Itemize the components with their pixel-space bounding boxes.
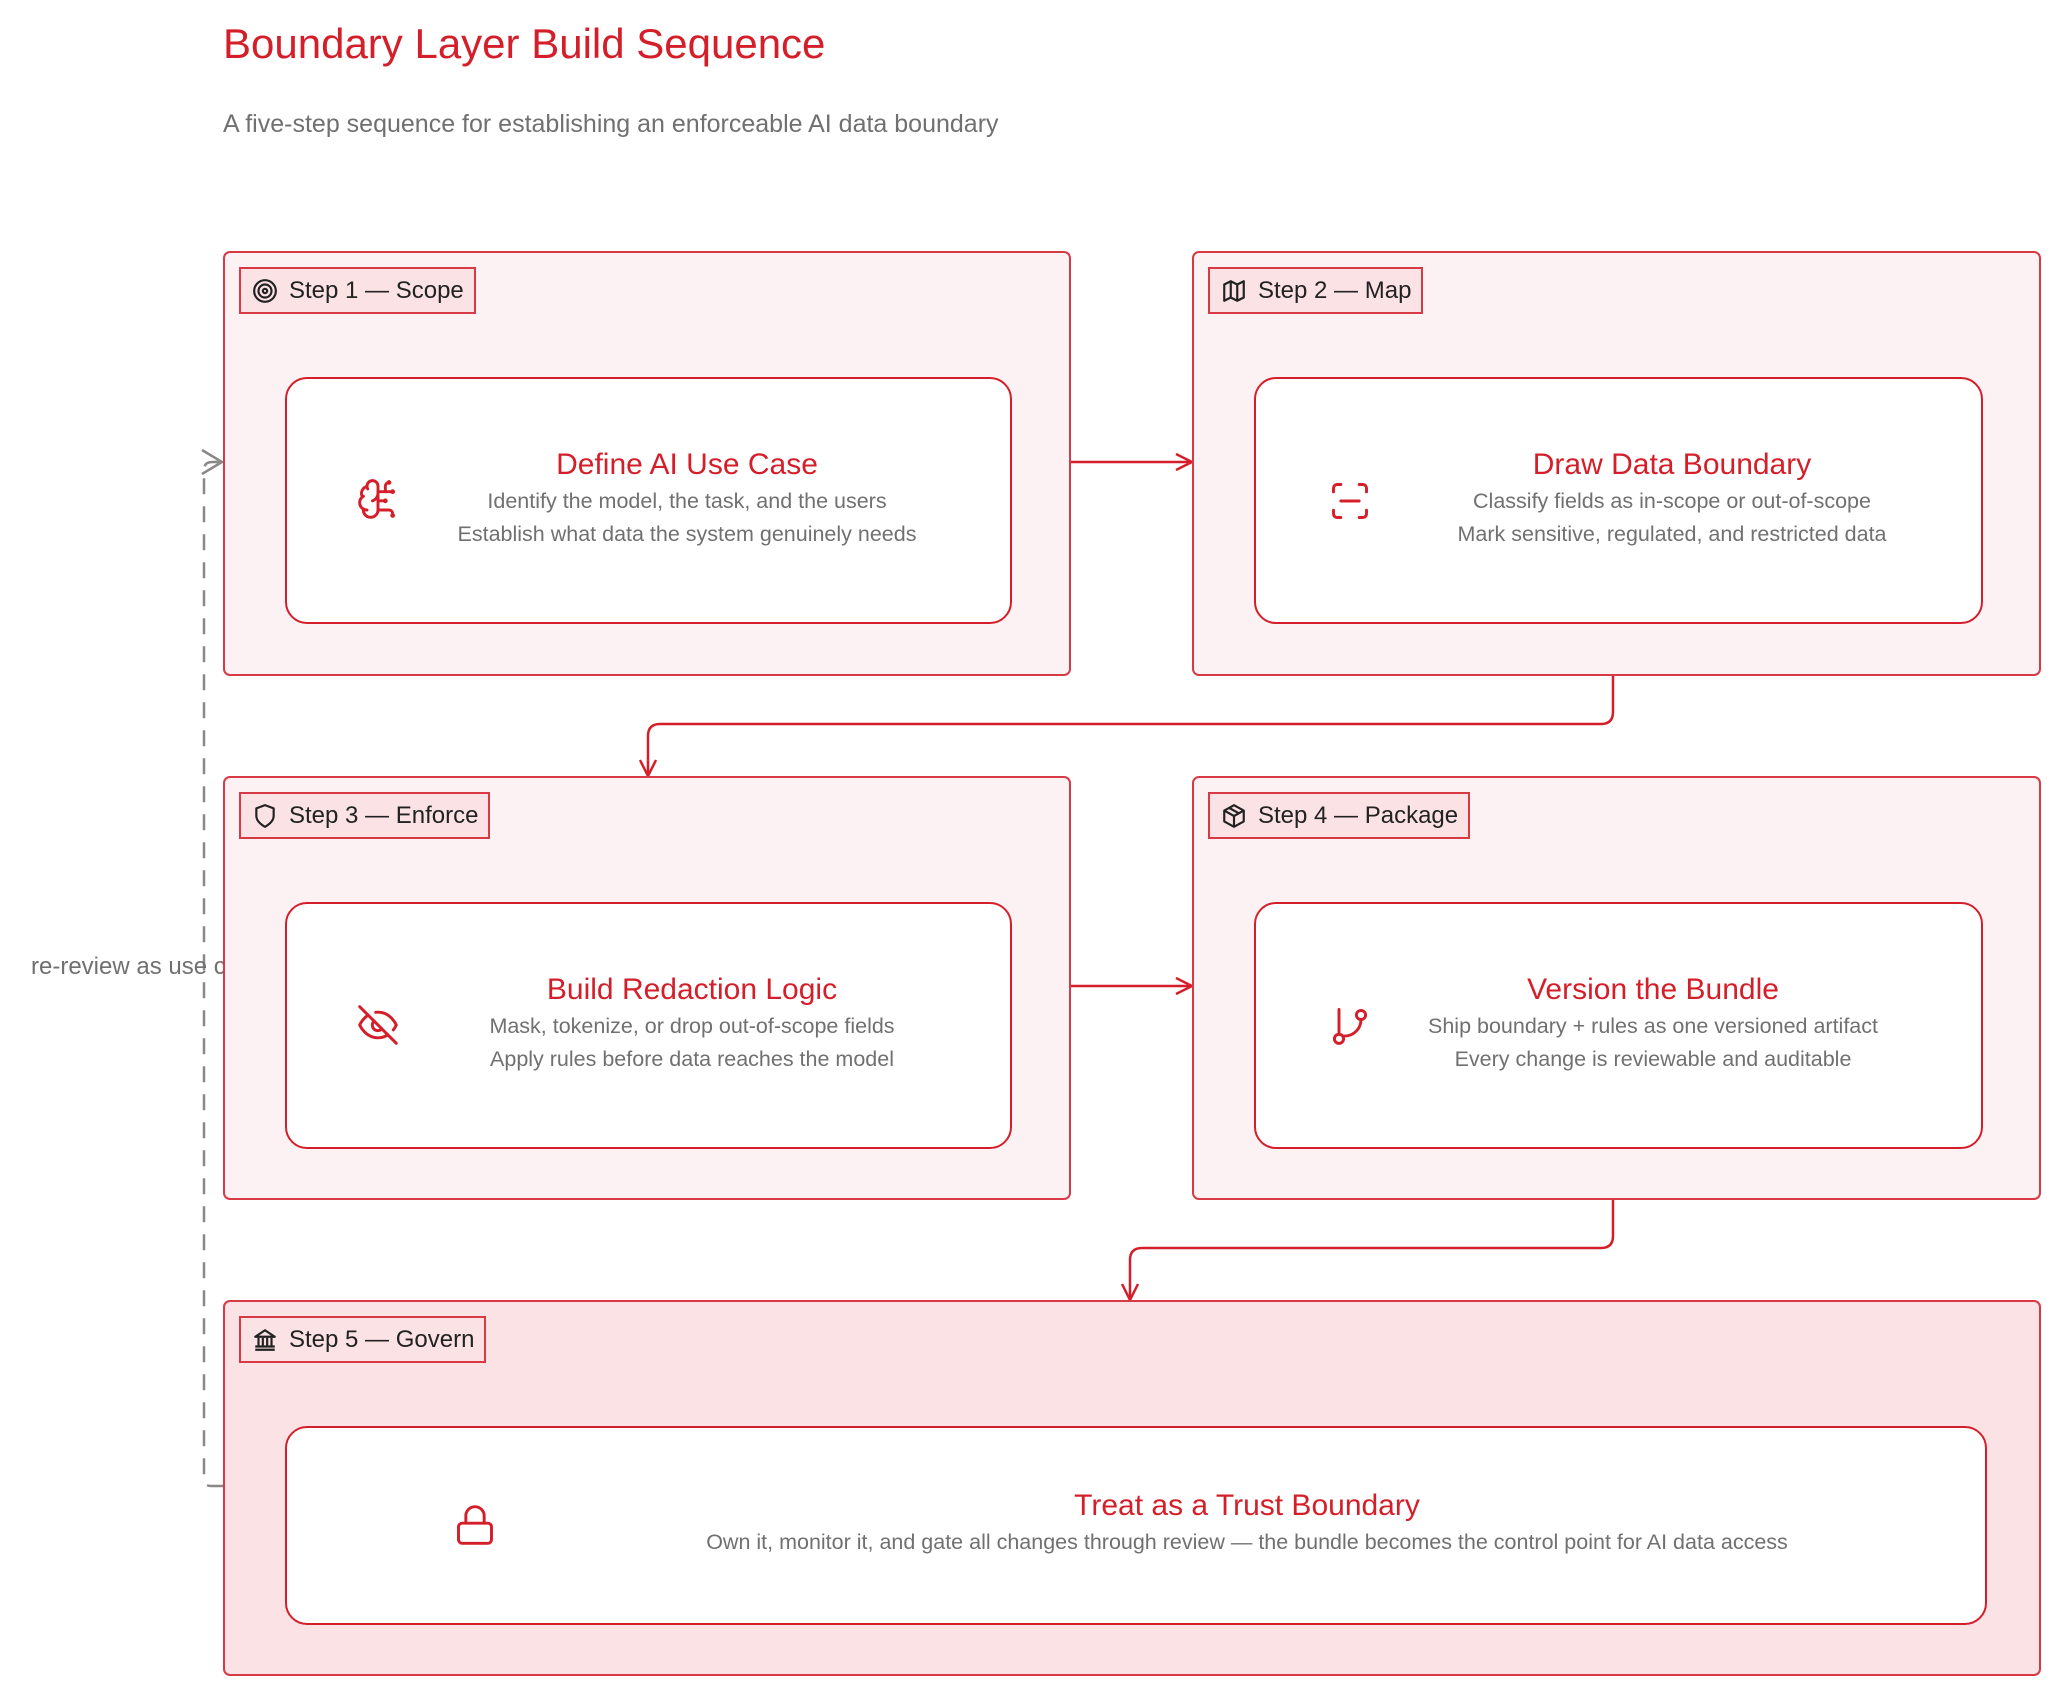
step-3-card-line: Apply rules before data reaches the mode… (490, 1046, 894, 1071)
step-5-card-title: Treat as a Trust Boundary (1074, 1489, 1420, 1523)
lock-icon (453, 1503, 497, 1547)
loop-arrow-govern-to-scope (202, 460, 223, 1488)
step-1-tag: Step 1 — Scope (239, 267, 476, 314)
step-3-tag: Step 3 — Enforce (239, 792, 491, 839)
step-3-tag-label: Step 3 — Enforce (289, 801, 479, 829)
step-1-card: Define AI Use Case Identify the model, t… (285, 377, 1012, 624)
step-1-frame: Step 1 — Scope Define AI Use Case Identi… (223, 251, 1071, 676)
step-2-card-line: Mark sensitive, regulated, and restricte… (1457, 521, 1887, 546)
step-4-card-line: Ship boundary + rules as one versioned a… (1428, 1013, 1878, 1038)
eye-off-icon (356, 1003, 400, 1047)
step-3-card-line: Mask, tokenize, or drop out-of-scope fie… (489, 1013, 895, 1038)
loop-arrowhead (201, 448, 225, 476)
step-4-card-title: Version the Bundle (1527, 972, 1779, 1006)
step-4-card-line: Every change is reviewable and auditable (1454, 1046, 1852, 1071)
landmark-icon (251, 1326, 279, 1354)
step-1-tag-label: Step 1 — Scope (289, 276, 464, 304)
step-4-tag-label: Step 4 — Package (1258, 801, 1459, 829)
step-5-tag-label: Step 5 — Govern (289, 1325, 475, 1353)
brain-circuit-icon (356, 477, 400, 521)
step-4-tag: Step 4 — Package (1208, 792, 1471, 839)
step-4-card-text: Version the Bundle Ship boundary + rules… (1421, 904, 1885, 1147)
step-5-card-text: Treat as a Trust Boundary Own it, monito… (587, 1428, 1907, 1623)
step-2-card-line: Classify fields as in-scope or out-of-sc… (1473, 488, 1871, 513)
shield-icon (251, 802, 279, 830)
step-3-card-text: Build Redaction Logic Mask, tokenize, or… (452, 904, 932, 1147)
step-3-frame: Step 3 — Enforce Build Redaction Logic M… (223, 776, 1071, 1200)
step-3-card-title: Build Redaction Logic (546, 972, 838, 1006)
arrow-step4-to-step5 (1130, 1200, 1615, 1300)
page-subtitle: A five-step sequence for establishing an… (223, 110, 999, 138)
git-branch-icon (1328, 1004, 1372, 1048)
step-1-card-title: Define AI Use Case (556, 447, 818, 481)
step-4-card: Version the Bundle Ship boundary + rules… (1254, 902, 1983, 1149)
map-icon (1220, 277, 1248, 305)
step-5-frame: Step 5 — Govern Treat as a Trust Boundar… (223, 1300, 2041, 1676)
step-5-card-line: Own it, monitor it, and gate all changes… (706, 1530, 1788, 1555)
step-1-card-line: Establish what data the system genuinely… (457, 521, 917, 546)
step-2-card-title: Draw Data Boundary (1532, 447, 1812, 481)
step-2-tag: Step 2 — Map (1208, 267, 1424, 314)
page-title: Boundary Layer Build Sequence (223, 20, 826, 67)
package-icon (1220, 802, 1248, 830)
step-3-card: Build Redaction Logic Mask, tokenize, or… (285, 902, 1012, 1149)
step-5-card: Treat as a Trust Boundary Own it, monito… (285, 1426, 1987, 1625)
step-5-tag: Step 5 — Govern (239, 1316, 487, 1363)
step-2-card: Draw Data Boundary Classify fields as in… (1254, 377, 1983, 624)
step-1-card-line: Identify the model, the task, and the us… (487, 488, 887, 513)
step-2-card-text: Draw Data Boundary Classify fields as in… (1426, 379, 1918, 622)
step-2-frame: Step 2 — Map Draw Data Boundary Classify… (1192, 251, 2041, 676)
arrow-step2-to-step3 (648, 676, 1615, 776)
step-4-frame: Step 4 — Package Version the Bundle Ship… (1192, 776, 2041, 1200)
step-2-tag-label: Step 2 — Map (1258, 276, 1412, 304)
target-icon (251, 277, 279, 305)
scan-line-icon (1328, 479, 1372, 523)
step-1-card-text: Define AI Use Case Identify the model, t… (452, 379, 922, 622)
